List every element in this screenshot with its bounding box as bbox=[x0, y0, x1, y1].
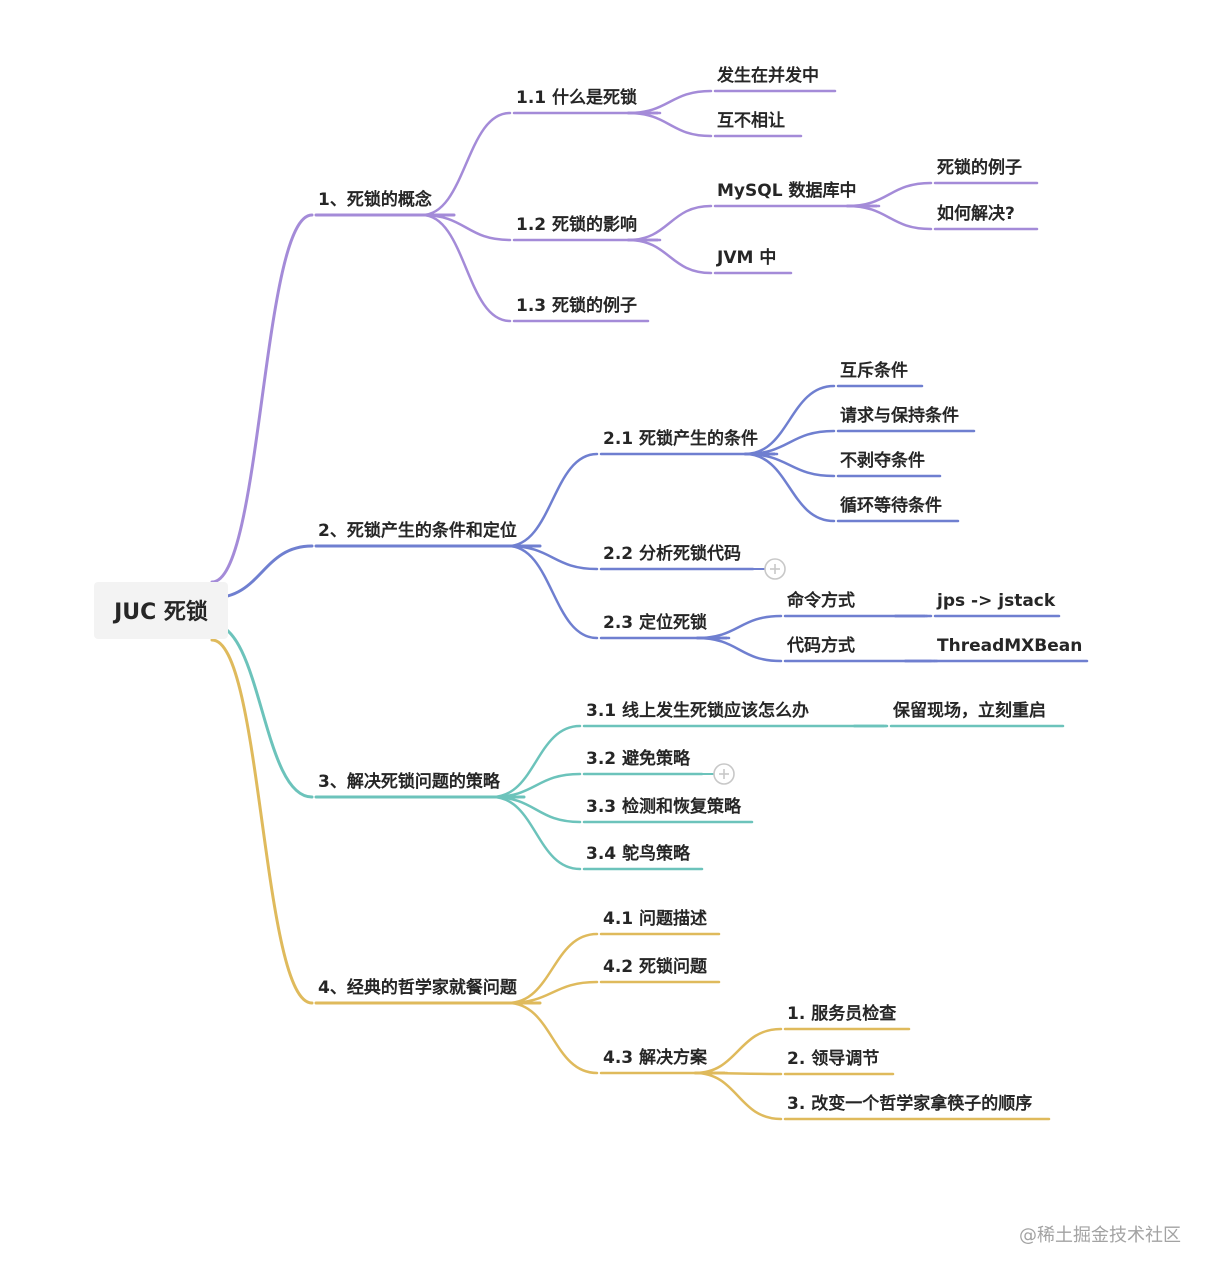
node-label-0-0-1[interactable]: 互不相让 bbox=[717, 110, 785, 131]
node-label-2-1[interactable]: 3.2 避免策略 bbox=[586, 748, 691, 769]
node-label-1-2-1-0[interactable]: ThreadMXBean bbox=[937, 636, 1082, 656]
node-label-0[interactable]: 1、死锁的概念 bbox=[318, 189, 432, 210]
node-label-0-1-0-0[interactable]: 死锁的例子 bbox=[937, 157, 1022, 178]
edge-0-1-0 bbox=[626, 204, 713, 242]
edge-3-0 bbox=[506, 932, 599, 1005]
node-label-2-3[interactable]: 3.4 鸵鸟策略 bbox=[586, 843, 691, 864]
edge-root-0 bbox=[210, 213, 314, 584]
node-label-1-0-0[interactable]: 互斥条件 bbox=[840, 360, 908, 381]
node-label-1-0-3[interactable]: 循环等待条件 bbox=[840, 495, 942, 516]
node-label-2-0[interactable]: 3.1 线上发生死锁应该怎么办 bbox=[586, 700, 809, 721]
edge-0-0-1 bbox=[626, 111, 713, 138]
edge-0-1-0-0 bbox=[845, 181, 933, 208]
node-label-0-2[interactable]: 1.3 死锁的例子 bbox=[516, 295, 637, 316]
edge-root-2 bbox=[210, 622, 314, 799]
root-label: JUC 死锁 bbox=[112, 599, 208, 625]
node-label-0-1-1[interactable]: JVM 中 bbox=[716, 247, 776, 268]
edge-1-0-3 bbox=[743, 452, 836, 523]
node-label-0-1-0[interactable]: MySQL 数据库中 bbox=[717, 180, 856, 201]
node-label-1-2-0-0[interactable]: jps -> jstack bbox=[936, 591, 1056, 611]
edge-3-2 bbox=[506, 1001, 599, 1075]
edge-0-0 bbox=[420, 111, 512, 217]
node-label-1-1[interactable]: 2.2 分析死锁代码 bbox=[603, 543, 741, 564]
edge-0-1-0-1 bbox=[845, 204, 933, 231]
edge-1-0-0 bbox=[743, 384, 836, 456]
node-label-1-2[interactable]: 2.3 定位死锁 bbox=[603, 612, 707, 633]
edge-3-2-0 bbox=[693, 1027, 783, 1075]
root-box bbox=[94, 582, 228, 639]
edge-3-2-2 bbox=[693, 1071, 783, 1121]
edge-0-2 bbox=[420, 213, 512, 323]
node-label-3-2-0[interactable]: 1. 服务员检查 bbox=[787, 1003, 897, 1024]
edge-1-2-0 bbox=[695, 614, 783, 640]
node-label-2-2[interactable]: 3.3 检测和恢复策略 bbox=[586, 796, 742, 817]
node-label-1[interactable]: 2、死锁产生的条件和定位 bbox=[318, 520, 517, 541]
node-label-2[interactable]: 3、解决死锁问题的策略 bbox=[318, 771, 501, 792]
node-label-2-0-0[interactable]: 保留现场，立刻重启 bbox=[892, 700, 1046, 721]
edge-1-2 bbox=[506, 544, 599, 640]
node-label-0-1[interactable]: 1.2 死锁的影响 bbox=[516, 214, 637, 235]
root-node[interactable]: JUC 死锁 bbox=[94, 582, 228, 639]
node-label-0-0[interactable]: 1.1 什么是死锁 bbox=[516, 87, 637, 108]
edge-0-0-0 bbox=[626, 89, 713, 115]
node-label-0-1-0-1[interactable]: 如何解决? bbox=[937, 203, 1015, 224]
node-label-3-0[interactable]: 4.1 问题描述 bbox=[603, 908, 707, 929]
edge-root-3 bbox=[210, 638, 314, 1005]
edge-2-0 bbox=[490, 724, 582, 799]
node-label-3-2-1[interactable]: 2. 领导调节 bbox=[787, 1048, 879, 1069]
node-label-3-2-2[interactable]: 3. 改变一个哲学家拿筷子的顺序 bbox=[787, 1093, 1032, 1114]
watermark: @稀土掘金技术社区 bbox=[1019, 1225, 1181, 1246]
node-label-1-0[interactable]: 2.1 死锁产生的条件 bbox=[603, 428, 758, 449]
node-label-3-2[interactable]: 4.3 解决方案 bbox=[603, 1047, 708, 1068]
node-label-1-0-1[interactable]: 请求与保持条件 bbox=[840, 405, 959, 426]
edge-2-3 bbox=[490, 795, 582, 871]
node-label-1-2-0[interactable]: 命令方式 bbox=[786, 590, 855, 611]
node-label-3-1[interactable]: 4.2 死锁问题 bbox=[603, 956, 708, 977]
edge-0-1-1 bbox=[626, 238, 713, 275]
edge-1-2-1 bbox=[695, 636, 783, 663]
node-label-1-0-2[interactable]: 不剥夺条件 bbox=[840, 450, 925, 471]
node-label-3[interactable]: 4、经典的哲学家就餐问题 bbox=[318, 977, 518, 998]
node-label-0-0-0[interactable]: 发生在并发中 bbox=[716, 65, 819, 86]
node-label-1-2-1[interactable]: 代码方式 bbox=[786, 635, 855, 656]
edge-1-0 bbox=[506, 452, 599, 548]
